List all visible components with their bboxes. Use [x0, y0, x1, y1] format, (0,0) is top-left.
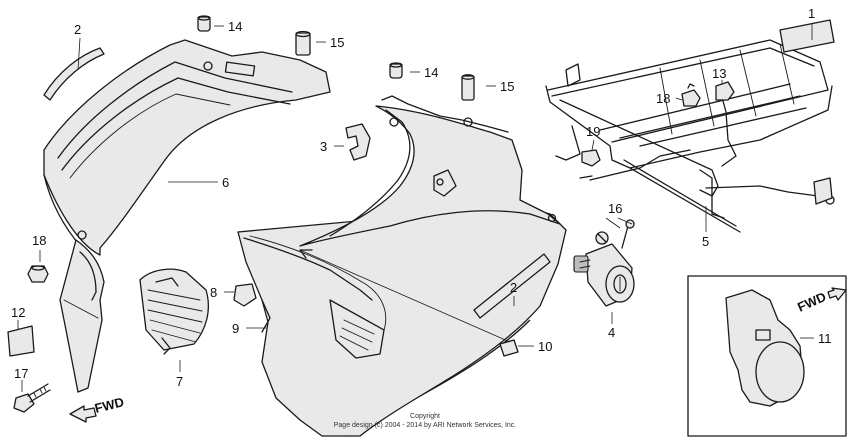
callout-8: 8: [210, 285, 217, 300]
vent-grill-part-7[interactable]: [139, 268, 209, 355]
callout-5: 5: [702, 234, 709, 249]
nut-part-13[interactable]: [715, 81, 735, 101]
nut-part-18-right[interactable]: [681, 83, 701, 107]
callout-10: 10: [538, 339, 552, 354]
rear-cover-flap[interactable]: [59, 239, 105, 393]
callout-18-right: 18: [656, 91, 670, 106]
bolt-part-17[interactable]: [13, 383, 51, 413]
callout-7: 7: [176, 374, 183, 389]
body-cover-center[interactable]: [237, 205, 567, 437]
callout-1: 1: [808, 6, 815, 21]
callout-14-mid: 14: [424, 65, 438, 80]
callout-18-left: 18: [32, 233, 46, 248]
callout-13: 13: [712, 66, 726, 81]
callout-2-left: 2: [74, 22, 81, 37]
callout-3: 3: [320, 139, 327, 154]
fwd-indicator-right: FWD: [795, 287, 847, 315]
callout-15-mid: 15: [500, 79, 514, 94]
nut-part-18-left[interactable]: [27, 265, 49, 283]
fwd-indicator-left: FWD: [69, 394, 125, 423]
copyright-notice: Copyright Page design (c) 2004 - 2014 by…: [334, 413, 517, 429]
collar-part-15-top[interactable]: [295, 30, 311, 56]
callout-11: 11: [818, 331, 832, 346]
callout-15-top: 15: [330, 35, 344, 50]
callout-2-right: 2: [510, 280, 517, 295]
copyright-line-1: Copyright: [410, 413, 440, 420]
body-cover-upper[interactable]: [299, 95, 561, 247]
inset-box: [687, 275, 847, 437]
callout-numbers: 1 2 2 3 4 5 6 7 8 9 10 11 12 13 14 14 15…: [11, 6, 832, 389]
clip-nut-part-8[interactable]: [233, 283, 257, 307]
label-part-12[interactable]: [7, 325, 35, 357]
callout-19: 19: [586, 124, 600, 139]
luggage-rack-part-5[interactable]: [545, 39, 835, 233]
fwd-label-right: FWD: [795, 289, 828, 315]
copyright-line-2: Page design (c) 2004 - 2014 by ARI Netwo…: [334, 422, 517, 429]
assembly-arrow: [299, 249, 511, 343]
stripe-part-2-right[interactable]: [473, 253, 551, 319]
arrow-head: [299, 249, 313, 259]
collar-part-15-mid[interactable]: [461, 74, 475, 101]
key-lock-part-4[interactable]: [573, 243, 635, 307]
callout-12: 12: [11, 305, 25, 320]
callout-9: 9: [232, 321, 239, 336]
grommet-part-14-top[interactable]: [197, 15, 211, 32]
callout-16: 16: [608, 201, 622, 216]
callout-17: 17: [14, 366, 28, 381]
callout-14-top: 14: [228, 19, 242, 34]
leader-lines: [17, 24, 814, 392]
cap-part-11[interactable]: [725, 289, 805, 407]
rear-cover-part-6[interactable]: [43, 39, 331, 263]
callout-6: 6: [222, 175, 229, 190]
plate-part-1[interactable]: [779, 19, 835, 53]
stripe-part-2-left[interactable]: [43, 47, 105, 101]
callout-4: 4: [608, 325, 615, 340]
nut-part-19[interactable]: [581, 149, 601, 167]
fwd-label-left: FWD: [93, 394, 125, 416]
screw-part-16[interactable]: [595, 219, 635, 249]
grommet-part-14-mid[interactable]: [389, 62, 403, 79]
clip-part-3[interactable]: [345, 123, 371, 161]
